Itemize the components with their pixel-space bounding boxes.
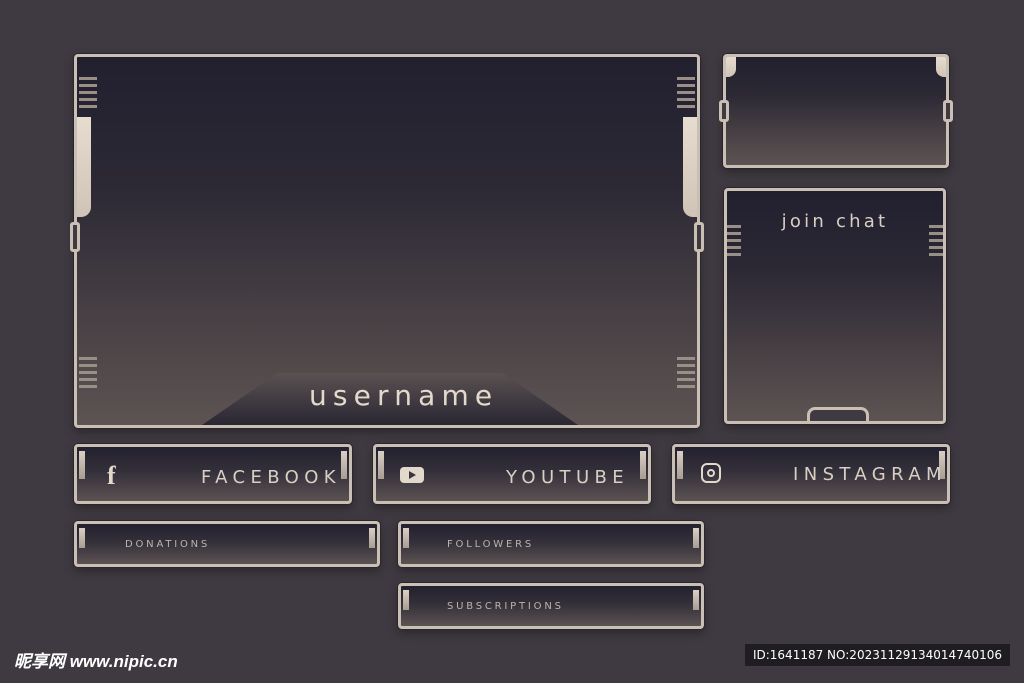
youtube-bar[interactable]: YOUTUBE	[373, 444, 651, 504]
username-label: username	[309, 379, 499, 412]
frame-side-deco-left	[77, 117, 91, 217]
small-frame-deco-left	[726, 57, 736, 77]
instagram-label: INSTAGRAM	[793, 464, 947, 485]
chat-bottom-tab	[807, 407, 869, 421]
youtube-label: YOUTUBE	[506, 467, 630, 488]
instagram-icon	[701, 463, 721, 483]
facebook-label: FACEBOOK	[201, 467, 342, 488]
frame-stripes-right-bottom	[677, 357, 695, 389]
facebook-bar-cap-left	[79, 451, 85, 479]
main-frame-notch-right	[694, 222, 704, 252]
main-stream-frame: username	[74, 54, 700, 428]
donations-bar: DONATIONS	[74, 521, 380, 567]
facebook-bar-cap-right	[341, 451, 347, 479]
donations-bar-cap-left	[79, 528, 85, 548]
small-frame-notch-right	[943, 100, 953, 122]
frame-stripes-left-bottom	[79, 357, 97, 389]
watermark-site: 昵享网 www.nipic.cn	[14, 652, 178, 671]
instagram-bar-cap-left	[677, 451, 683, 479]
youtube-icon	[400, 467, 424, 483]
join-chat-label: join chat	[781, 211, 889, 232]
small-camera-frame	[723, 54, 949, 168]
instagram-bar[interactable]: INSTAGRAM	[672, 444, 950, 504]
followers-label: FOLLOWERS	[447, 539, 534, 550]
subscriptions-bar-cap-right	[693, 590, 699, 610]
followers-bar-cap-left	[403, 528, 409, 548]
facebook-icon: f	[107, 461, 116, 490]
subscriptions-bar: SUBSCRIPTIONS	[398, 583, 704, 629]
chat-stripes-left	[727, 225, 741, 257]
subscriptions-label: SUBSCRIPTIONS	[447, 601, 564, 612]
donations-bar-cap-right	[369, 528, 375, 548]
followers-bar: FOLLOWERS	[398, 521, 704, 567]
donations-label: DONATIONS	[125, 539, 211, 550]
watermark-id: ID:1641187 NO:20231129134014740106	[744, 644, 1010, 666]
facebook-bar[interactable]: f FACEBOOK	[74, 444, 352, 504]
main-frame-notch-left	[70, 222, 80, 252]
subscriptions-bar-cap-left	[403, 590, 409, 610]
small-frame-deco-right	[936, 57, 946, 77]
frame-stripes-right	[677, 77, 695, 109]
frame-side-deco-right	[683, 117, 697, 217]
youtube-bar-cap-left	[378, 451, 384, 479]
instagram-bar-cap-right	[939, 451, 945, 479]
chat-frame: join chat	[724, 188, 946, 424]
frame-stripes-left	[79, 77, 97, 109]
followers-bar-cap-right	[693, 528, 699, 548]
small-frame-notch-left	[719, 100, 729, 122]
youtube-bar-cap-right	[640, 451, 646, 479]
chat-stripes-right	[929, 225, 943, 257]
